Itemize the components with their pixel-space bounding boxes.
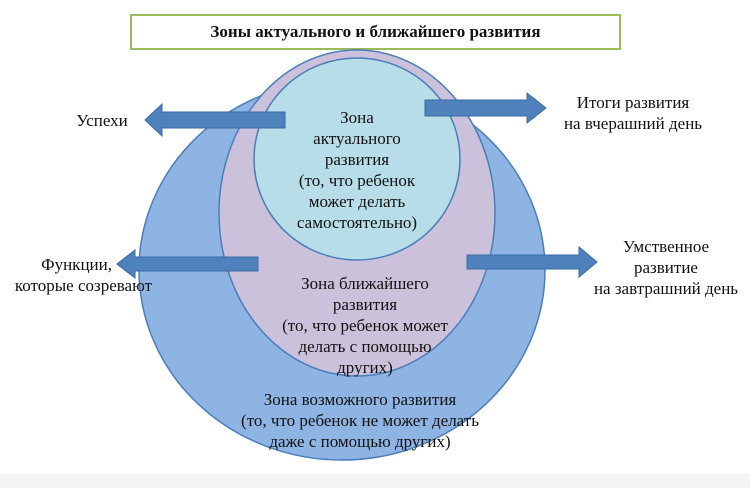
proximal-zone-line: Зона ближайшего (301, 274, 429, 293)
label-functions-line: которые созревают (14, 276, 152, 295)
arrow-tomorrow (466, 245, 598, 279)
actual-zone-line: может делать (308, 192, 406, 211)
label-yesterday: Итоги развития на вчерашний день (548, 92, 718, 134)
possible-zone-line: Зона возможного развития (263, 390, 457, 409)
bottom-strip (0, 474, 750, 488)
arrow-successes (144, 102, 286, 138)
actual-zone-line: актуального (313, 129, 401, 148)
label-yesterday-line: на вчерашний день (563, 114, 703, 133)
label-yesterday-line: Итоги развития (576, 93, 690, 112)
actual-zone-line: Зона (340, 108, 374, 127)
proximal-zone-line: делать с помощью (298, 337, 432, 356)
possible-zone-line: даже с помощью других) (269, 432, 451, 451)
proximal-zone-text: Зона ближайшего развития (то, что ребено… (250, 273, 480, 378)
label-tomorrow-line: Умственное (622, 237, 710, 256)
possible-zone-text: Зона возможного развития (то, что ребено… (210, 389, 510, 452)
actual-zone-line: развития (324, 150, 390, 169)
possible-zone-line: (то, что ребенок не может делать (241, 411, 479, 430)
proximal-zone-line: других) (337, 358, 393, 377)
label-tomorrow-line: развитие (634, 258, 698, 277)
inner-circle-actual-zone (253, 57, 461, 261)
label-tomorrow-line: на завтрашний день (593, 279, 739, 298)
diagram-title: Зоны актуального и ближайшего развития (130, 14, 621, 50)
actual-zone-text: Зона актуального развития (то, что ребен… (257, 107, 457, 233)
label-functions: Функции, которые созревают (0, 254, 152, 296)
proximal-zone-line: развития (332, 295, 398, 314)
actual-zone-line: (то, что ребенок (298, 171, 416, 190)
label-successes: Успехи (62, 110, 142, 131)
actual-zone-line: самостоятельно) (296, 213, 418, 232)
arrow-functions (116, 248, 259, 280)
label-successes-line: Успехи (76, 111, 128, 130)
label-functions-line: Функции, (41, 255, 112, 274)
label-tomorrow: Умственное развитие на завтрашний день (582, 236, 750, 299)
proximal-zone-line: (то, что ребенок может (282, 316, 448, 335)
arrow-yesterday (424, 91, 547, 125)
